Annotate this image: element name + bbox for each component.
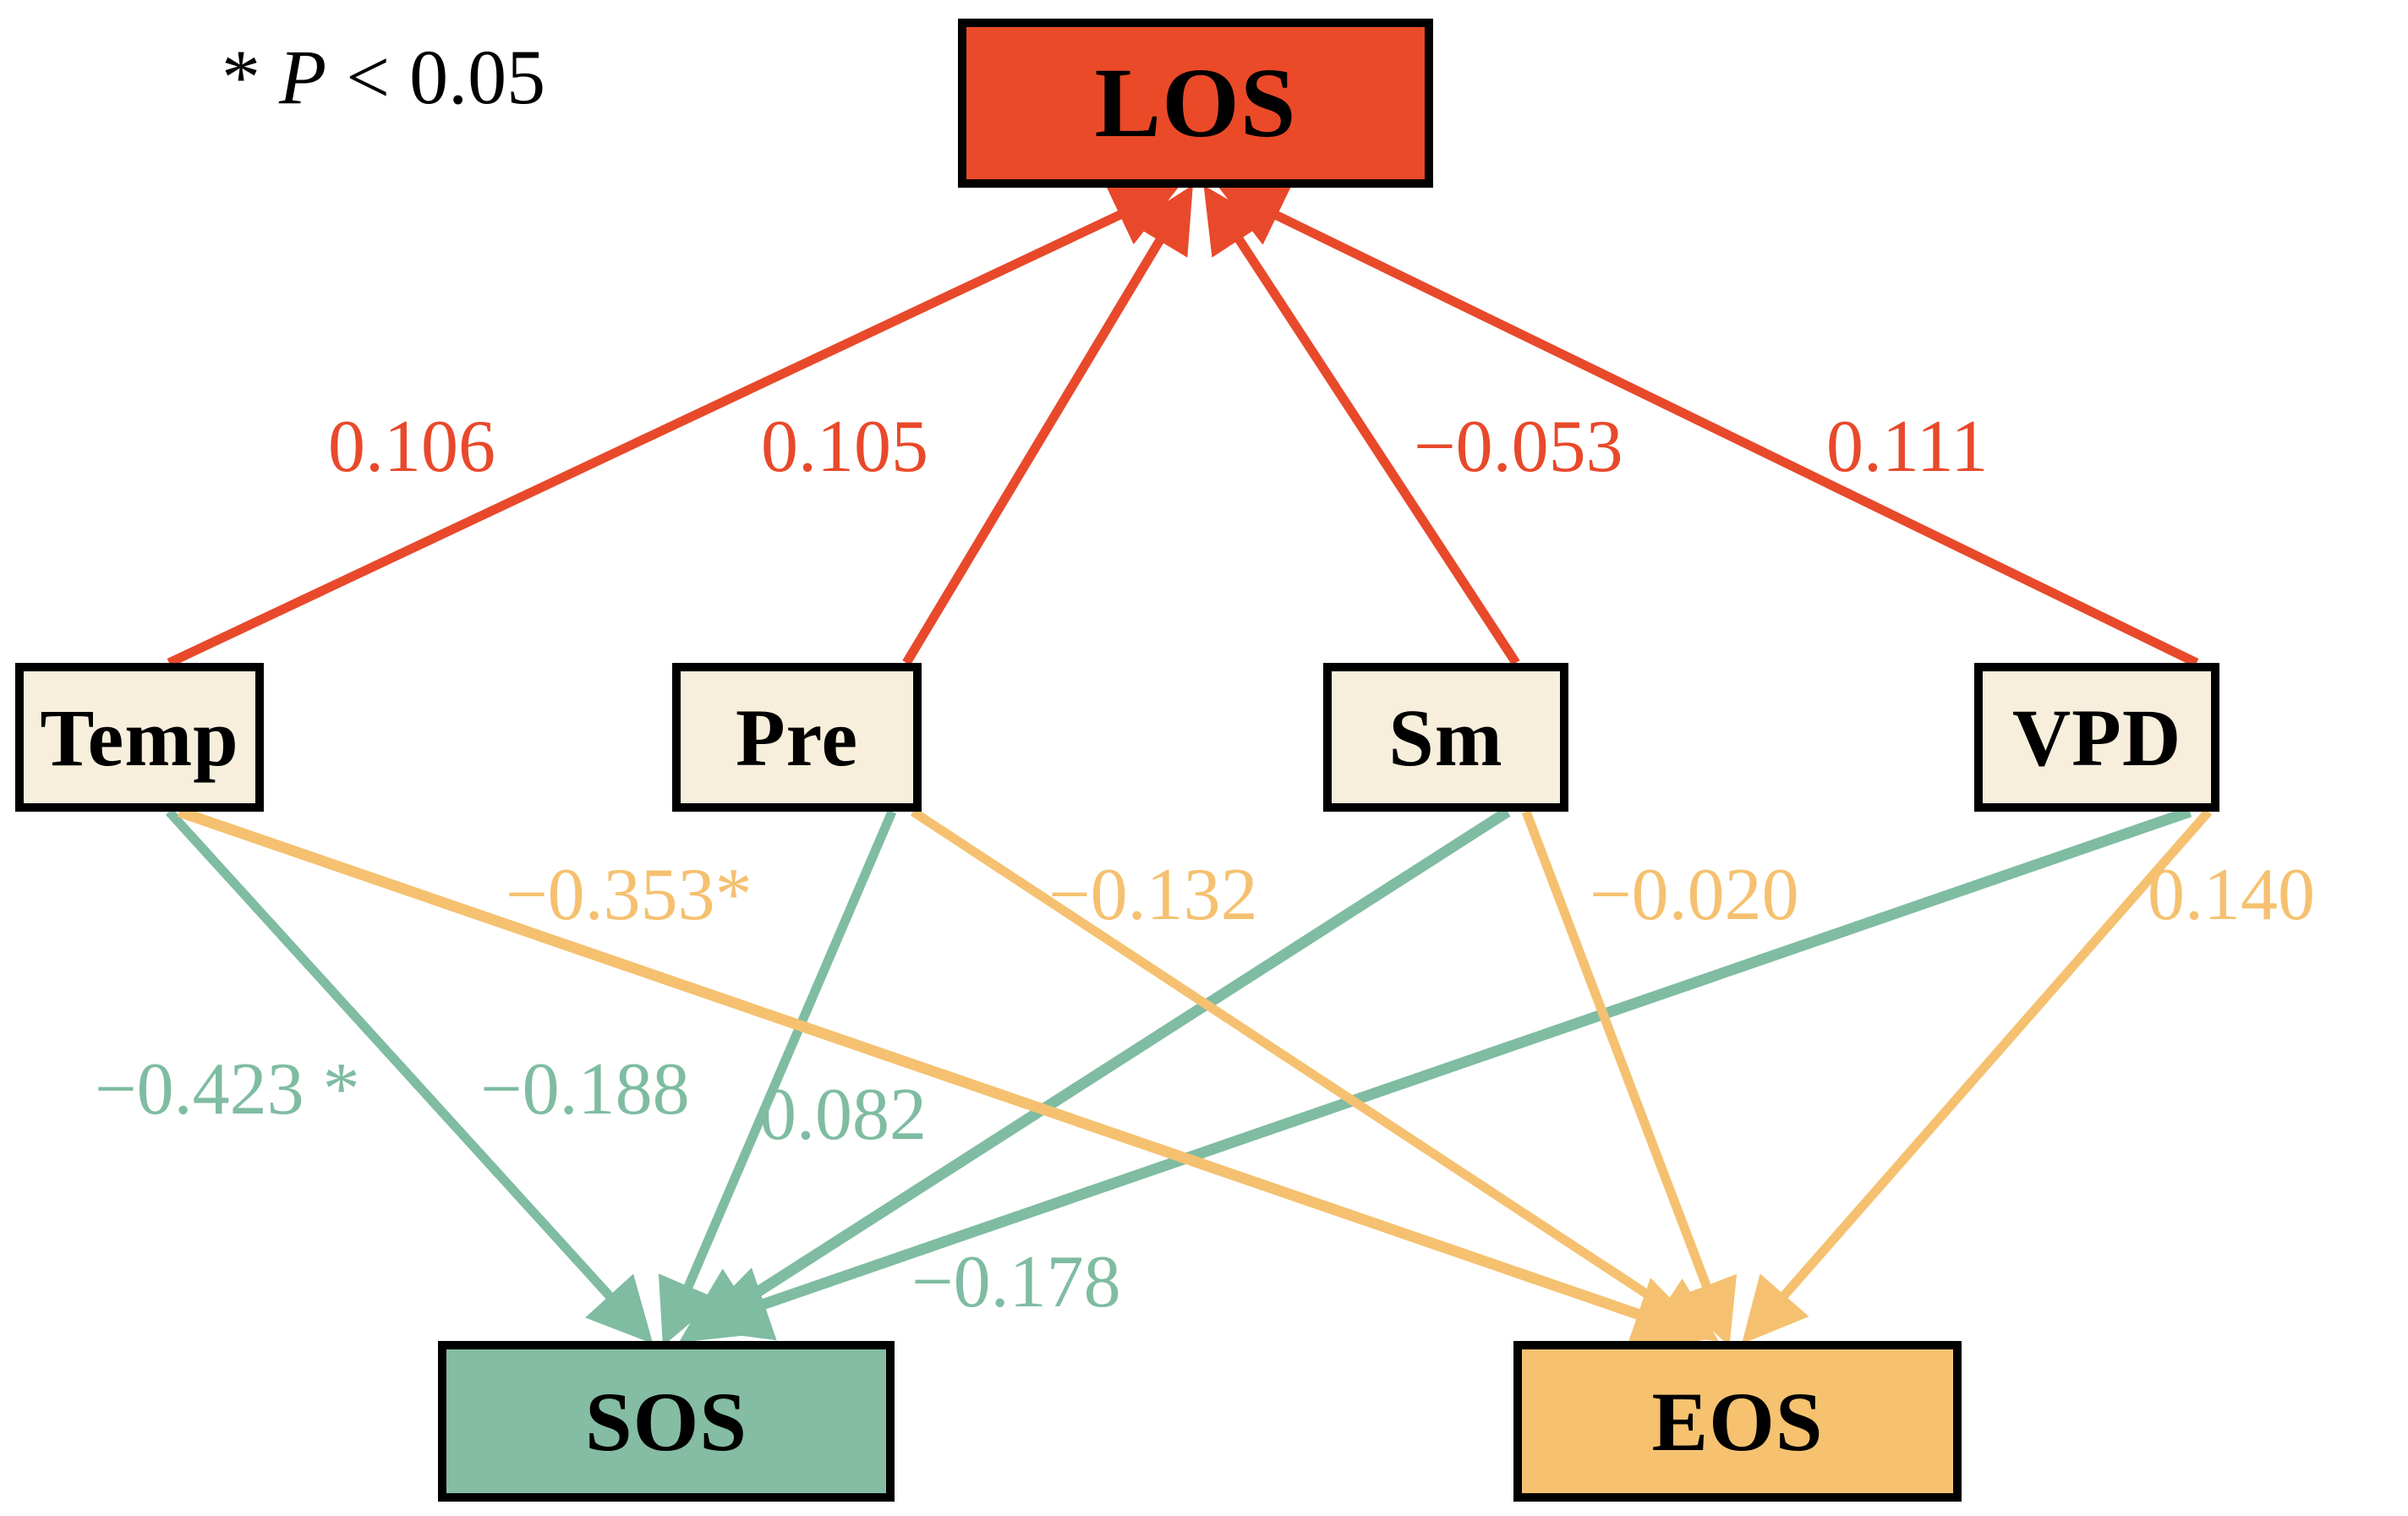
legend-asterisk: * <box>222 34 260 120</box>
edge-label-pre-eos-text: −0.132 <box>1048 854 1258 936</box>
node-vpd[interactable]: VPD <box>1974 663 2219 812</box>
legend-condition: < 0.05 <box>326 34 546 120</box>
edge-label-sm-sos: 0.082 <box>759 1072 927 1158</box>
edge-label-sm-los: −0.053 <box>1414 404 1623 490</box>
edge-label-sm-sos-text: 0.082 <box>759 1074 927 1156</box>
node-sos-label: SOS <box>584 1374 747 1469</box>
edge-temp-to-eos <box>177 806 1711 1351</box>
node-eos-label: EOS <box>1651 1374 1824 1469</box>
edge-vpd-to-eos <box>1741 808 2213 1344</box>
node-vpd-label: VPD <box>2011 692 2182 783</box>
node-pre[interactable]: Pre <box>672 663 922 812</box>
node-eos[interactable]: EOS <box>1513 1341 1962 1502</box>
significance-legend: *P < 0.05 <box>222 32 545 122</box>
edge-label-vpd-eos-text: 0.140 <box>2148 854 2315 936</box>
edge-pre-to-sos <box>658 809 897 1347</box>
edge-label-sm-eos-text: −0.020 <box>1590 854 1799 936</box>
edge-vpd-to-sos <box>691 806 2192 1341</box>
edge-label-pre-los: 0.105 <box>761 404 928 490</box>
edge-sm-to-sos <box>678 807 1511 1343</box>
node-temp[interactable]: Temp <box>15 663 264 812</box>
edge-label-vpd-los: 0.111 <box>1826 404 1988 490</box>
node-sos[interactable]: SOS <box>438 1341 895 1502</box>
edge-label-sm-los-text: −0.053 <box>1414 406 1623 488</box>
node-sm-label: Sm <box>1388 692 1503 783</box>
edge-label-pre-sos: −0.188 <box>480 1047 690 1132</box>
edge-pre-to-los <box>902 184 1193 665</box>
node-temp-label: Temp <box>40 692 239 783</box>
edge-label-temp-sos-text: −0.423 * <box>95 1048 360 1130</box>
legend-p-symbol: P <box>279 34 327 120</box>
edge-temp-to-los <box>167 185 1179 667</box>
edge-label-temp-los-text: 0.106 <box>328 406 495 488</box>
node-pre-label: Pre <box>735 692 859 783</box>
node-los[interactable]: LOS <box>958 19 1433 188</box>
edge-label-pre-los-text: 0.105 <box>761 406 928 488</box>
edge-label-sm-eos: −0.020 <box>1590 852 1799 938</box>
edge-label-temp-los: 0.106 <box>328 404 495 490</box>
edge-label-temp-eos-text: −0.353* <box>506 854 752 936</box>
node-sm[interactable]: Sm <box>1323 663 1568 812</box>
node-los-label: LOS <box>1094 47 1297 158</box>
edge-label-vpd-los-text: 0.111 <box>1826 406 1989 488</box>
edge-label-pre-eos: −0.132 <box>1048 852 1258 938</box>
edge-label-temp-sos: −0.423 * <box>95 1047 360 1132</box>
edge-pre-to-eos <box>910 807 1719 1342</box>
edge-label-temp-eos: −0.353* <box>506 852 752 938</box>
edge-label-vpd-sos-text: −0.178 <box>911 1241 1121 1323</box>
edge-label-vpd-eos: 0.140 <box>2148 852 2315 938</box>
edge-label-vpd-sos: −0.178 <box>911 1240 1121 1325</box>
edge-sm-to-eos <box>1521 810 1738 1347</box>
edge-label-pre-sos-text: −0.188 <box>480 1048 690 1130</box>
edge-sm-to-los <box>1203 185 1520 666</box>
edge-temp-to-sos <box>165 808 654 1344</box>
edge-vpd-to-los <box>1218 186 2199 667</box>
